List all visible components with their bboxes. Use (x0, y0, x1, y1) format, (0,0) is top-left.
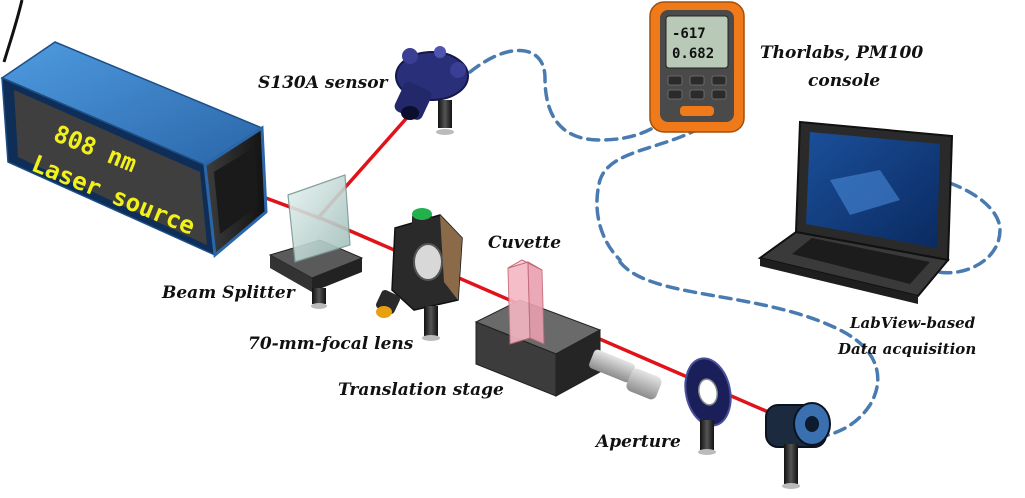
beam-splitter (268, 174, 364, 309)
sensor-label: S130A sensor (258, 73, 389, 93)
sensor-knob-left (402, 48, 418, 64)
cuvette-front (507, 261, 531, 345)
sensor-post-base (436, 129, 454, 135)
focal-lens-mount (376, 208, 463, 341)
daq-label-line2: Data acquisition (837, 340, 976, 358)
beam-splitter-post-base (311, 303, 327, 309)
cable-console-to-laptop (595, 126, 702, 262)
beam-splitter-base-front (312, 258, 362, 292)
laser-source: 808 nm Laser source (0, 0, 268, 258)
console-reading-1: -617 (672, 26, 706, 42)
data-cables (468, 48, 1002, 439)
aperture-hole (698, 378, 718, 406)
lens-mount-side (440, 215, 462, 300)
detector (765, 402, 831, 489)
translation-stage-label: Translation stage (338, 380, 504, 400)
cuvette-side (527, 261, 545, 345)
detector-post (784, 444, 798, 484)
aperture-post (700, 420, 714, 450)
laser-power-cable (2, 0, 24, 63)
lens-post (424, 306, 438, 336)
sensor-knob-right (450, 62, 466, 78)
console-label-line2: console (808, 71, 880, 91)
s130a-sensor: S130A sensor (258, 46, 469, 135)
detector-post-base (782, 483, 800, 489)
lens-optic (413, 243, 443, 281)
lens-post-base (422, 335, 440, 341)
cable-sensor-to-console (468, 48, 670, 142)
detector-window (805, 416, 819, 432)
lens-label: 70-mm-focal lens (248, 334, 414, 354)
cuvette-top (507, 259, 543, 271)
cuvette-label: Cuvette (488, 233, 561, 253)
console-lcd (665, 15, 729, 69)
beam-splitter-glass (287, 174, 351, 263)
daq-label-line1: LabView-based (849, 314, 976, 332)
sensor-knob-top (434, 46, 446, 58)
sensor-post (438, 100, 452, 128)
console-label-line1: Thorlabs, PM100 (760, 43, 923, 63)
laptop-keyboard (792, 238, 930, 284)
console-keypad (667, 75, 727, 100)
laptop-screen-light (830, 170, 900, 215)
laptop-base-edge (760, 258, 918, 304)
aperture (684, 357, 732, 455)
console-power-button (680, 106, 714, 116)
micrometer-thimble (626, 368, 662, 400)
console-reading-2: 0.682 (672, 46, 714, 62)
lens-knob-side-cap (376, 306, 392, 318)
cuvette (507, 259, 545, 345)
laser-box-face (14, 90, 207, 245)
aperture-label: Aperture (594, 432, 681, 452)
lens-knob-top-cap (412, 208, 432, 220)
micrometer-barrel (589, 349, 635, 383)
laptop (757, 120, 954, 304)
cable-laptop-to-detector (618, 260, 880, 439)
laser-box-aperture (214, 147, 258, 234)
sensor-window (401, 106, 419, 120)
beam-splitter-base-side (270, 255, 312, 292)
pm100-console: -617 0.682 Thorlabs, PM100 console (649, 1, 923, 133)
translation-stage (474, 299, 662, 400)
beam-splitter-post (312, 288, 326, 304)
stage-side (555, 329, 601, 397)
aperture-post-base (698, 449, 716, 455)
beam-splitter-label: Beam Splitter (161, 283, 296, 303)
cable-laptop-loop (913, 173, 1002, 275)
